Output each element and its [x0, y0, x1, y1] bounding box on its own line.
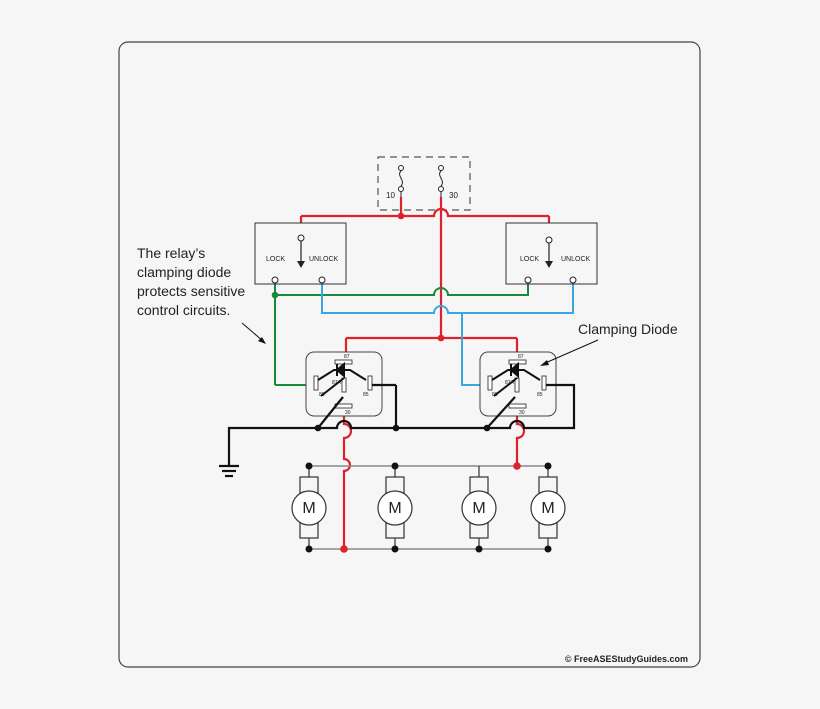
copyright-text: © FreeASEStudyGuides.com [565, 654, 688, 664]
relay-right-pin-87: 87 [518, 354, 524, 360]
relay-left: 87 87A 86 85 30 [305, 351, 383, 417]
clamping-diode-note: Clamping Diode [540, 321, 678, 366]
clamping-diode-left [317, 361, 367, 381]
fuse-10 [398, 165, 404, 197]
lock-switch-left: LOCK UNLOCK [254, 222, 347, 285]
motor-2: M [377, 466, 413, 549]
motor-4-symbol: M [541, 500, 554, 517]
switch-right-unlock-label: UNLOCK [561, 256, 591, 263]
motor-1: M [291, 466, 327, 549]
relay-left-pin-87: 87 [344, 354, 350, 360]
unlock-wire [321, 282, 574, 386]
relay-right-pin-30: 30 [519, 410, 525, 416]
switch-left-lock-label: LOCK [266, 256, 285, 263]
motor-2-symbol: M [388, 500, 401, 517]
ground-junctions [314, 424, 491, 432]
fuse-label-10: 10 [386, 191, 395, 200]
relay-note-arrow [241, 322, 264, 342]
relay-note-line-1: The relay’s [137, 245, 205, 261]
relay-right: 87 87A 86 85 30 [479, 351, 557, 417]
junction-dots [271, 212, 445, 342]
fuse-30 [438, 165, 444, 197]
motor-3-symbol: M [472, 500, 485, 517]
relay-left-pin-30: 30 [345, 410, 351, 416]
bus-junctions [305, 462, 552, 553]
motor-bus [309, 465, 549, 550]
switch-right-lock-label: LOCK [520, 256, 539, 263]
motor-3: M [461, 466, 497, 549]
motor-1-symbol: M [302, 500, 315, 517]
fuse-label-30: 30 [449, 191, 458, 200]
relay-left-pin-87a: 87A [332, 380, 342, 386]
relay-note-line-3: protects sensitive [137, 283, 245, 299]
clamping-diode-label: Clamping Diode [578, 321, 678, 337]
relay-note: The relay’s clamping diode protects sens… [137, 245, 266, 344]
diagram-frame [118, 41, 701, 668]
clamping-diode-arrow [542, 339, 599, 365]
motor-4: M [530, 466, 566, 549]
relay-left-pin-85: 85 [363, 392, 369, 398]
ground-wires [219, 383, 576, 478]
lock-switch-right: LOCK UNLOCK [505, 222, 598, 285]
relay-left-pin-86: 86 [319, 392, 325, 398]
switch-left-unlock-label: UNLOCK [309, 256, 339, 263]
clamping-diode-right [491, 361, 541, 381]
fuse-box: 10 30 [377, 156, 471, 211]
relay-note-line-2: clamping diode [137, 264, 231, 280]
relay-note-line-4: control circuits. [137, 302, 230, 318]
relay-right-pin-85: 85 [537, 392, 543, 398]
relay-right-pin-87a: 87A [505, 380, 515, 386]
relay-right-pin-86: 86 [492, 392, 498, 398]
